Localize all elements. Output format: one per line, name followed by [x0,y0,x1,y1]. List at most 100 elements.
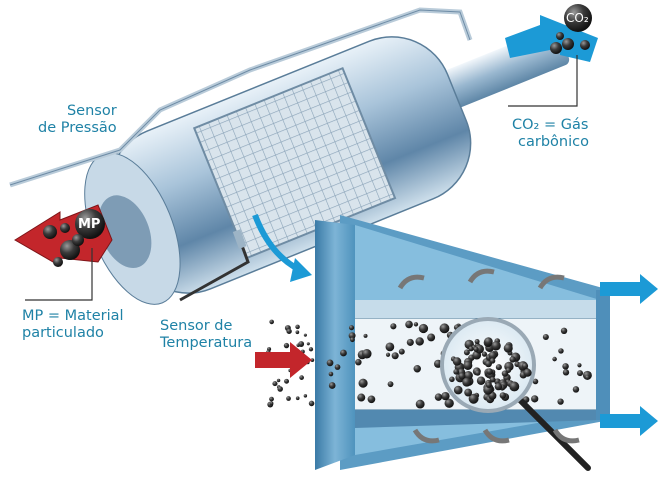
particle [474,370,481,376]
particle [295,330,300,335]
co2-label: CO₂ = Gás carbônico [512,117,589,151]
particle [449,376,455,383]
filter-flange [315,220,355,470]
pressure-sensor-label-line2: de Pressão [38,120,117,136]
particle [476,376,486,385]
inlet-opening [98,195,152,269]
particle [483,385,493,395]
particle [328,371,334,377]
section-inlet-arrow [255,342,312,378]
filter-canister [84,36,472,305]
particle [572,386,580,393]
particle [298,341,305,347]
particle [413,365,421,373]
particle [415,399,425,409]
particle [427,333,436,342]
section-outlet-arrow-top [600,274,658,304]
particle [269,396,274,402]
particle [391,352,399,360]
particle [398,348,405,355]
particle [473,346,479,352]
particle [489,358,496,364]
particle [385,352,391,357]
flow-arrow [467,268,495,284]
particle [458,372,466,380]
particle [362,348,372,359]
particle [523,368,532,377]
particle [277,386,283,392]
particle [505,367,512,373]
particle [488,351,497,360]
particle [462,377,472,387]
particle [303,333,307,337]
particle [286,328,292,334]
particle [558,348,564,354]
particle [303,394,308,398]
particle [283,342,290,349]
particle [355,358,362,366]
particle [75,209,105,239]
particle [286,396,291,401]
particle [385,342,395,352]
temperature-sensor-label-line2: Temperatura [160,335,253,351]
particle [486,368,493,375]
particle [521,362,529,370]
particle [495,364,502,371]
temperature-sensor-label: Sensor de Temperatura [160,318,252,352]
particle [358,378,368,388]
section-outlet-arrow-bottom [600,406,658,436]
particle [441,391,450,401]
co2-leader-line [508,55,578,107]
particle [463,360,473,370]
particle [585,374,590,380]
particle [577,370,584,377]
particle [453,368,460,375]
particle [357,393,366,402]
particle [308,347,314,352]
particle [306,342,310,346]
particle [53,257,63,267]
particle [562,369,570,376]
particle [532,378,539,385]
particle [531,395,539,403]
particle [295,396,300,401]
particle [439,323,450,334]
particle [334,364,341,370]
particle [499,392,507,399]
particle [72,234,84,246]
particle [474,339,480,345]
co2-badge: CO₂ [566,11,589,25]
particle [43,225,57,239]
particle [557,398,564,405]
particle [560,327,568,335]
particle [348,325,355,331]
particle [405,320,413,329]
particle [390,323,397,330]
particle [295,324,300,330]
particle [299,375,304,380]
particle [310,358,315,362]
flow-arrow [552,428,580,444]
particle [413,322,419,327]
mp-label-line1: MP = Material [22,308,124,324]
particle [463,349,470,356]
particle [491,341,501,351]
particle [367,395,376,404]
particle [60,223,70,233]
particle [564,4,592,32]
particle [577,363,582,368]
particle [387,381,394,388]
particle [489,376,496,383]
particle [562,363,569,370]
mp-label-line2: particulado [22,325,104,341]
particle [481,351,488,357]
co2-label-line1: CO₂ = Gás [512,117,589,133]
outlet-arrow [505,15,598,62]
mp-badge: MP [78,217,101,232]
particle [276,378,281,383]
particle [434,393,443,401]
particle [363,333,368,338]
pressure-sensor-label: Sensor de Pressão [38,103,117,137]
